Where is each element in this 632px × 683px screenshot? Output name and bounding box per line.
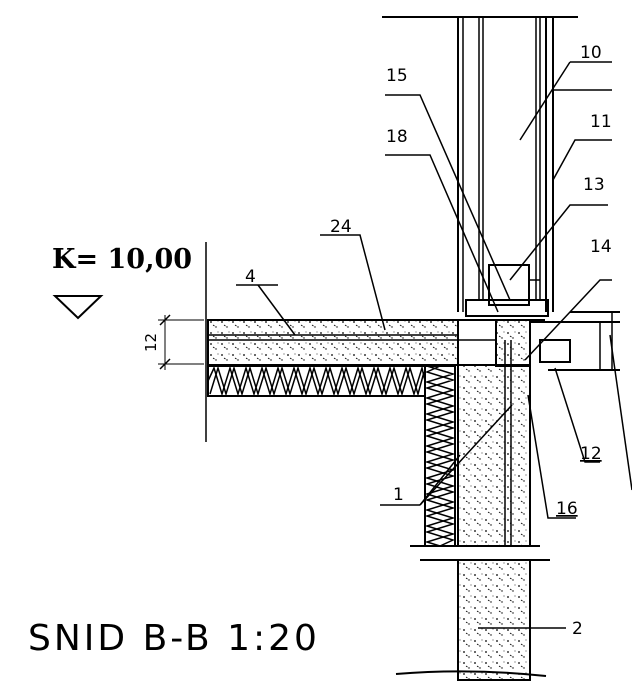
callout-24: 24 <box>330 217 352 237</box>
callout-2: 2 <box>572 619 583 639</box>
callout-1: 1 <box>393 485 404 505</box>
callout-4: 4 <box>245 267 256 287</box>
level-mark: K= 10,00 <box>52 244 192 275</box>
exterior-sill <box>530 311 620 371</box>
callout-16: 16 <box>556 499 578 519</box>
callout-12: 12 <box>580 444 602 464</box>
floor-slab <box>207 319 545 366</box>
dimension-12 <box>158 314 204 370</box>
callout-10: 10 <box>580 43 602 63</box>
callout-14: 14 <box>590 237 612 257</box>
drawing-title: SNID B-B 1:20 <box>28 618 320 659</box>
foundation <box>395 559 550 681</box>
leader-lines <box>236 89 632 629</box>
callout-13: 13 <box>583 175 605 195</box>
dimension-label: 12 <box>142 333 160 352</box>
concrete-wall <box>410 319 540 547</box>
callout-11: 11 <box>590 112 612 132</box>
level-triangle-icon <box>52 295 104 320</box>
callout-18: 18 <box>386 127 408 147</box>
insulation-horizontal <box>207 365 426 397</box>
insulation-vertical <box>424 365 456 547</box>
callout-15: 15 <box>386 66 408 86</box>
window-frame <box>382 16 578 317</box>
